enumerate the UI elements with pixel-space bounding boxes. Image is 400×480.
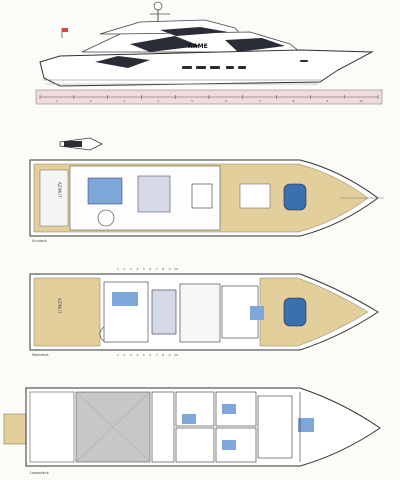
upper-window [160,27,228,36]
maindeck-galley [179,283,221,343]
scale-label: 2 [90,99,92,103]
scale-label: 1 [56,99,58,103]
scale-label: 6 [225,99,227,103]
hull-name: NAME [188,43,208,50]
bridge-window [130,36,200,52]
deck-label-lowerdeck: Lowerdeck [30,471,50,475]
frame-number: 3 [130,267,132,271]
maindeck-fwd-jacuzzi [283,297,307,327]
scale-label: 9 [326,99,328,103]
hull-portholes [182,60,308,69]
deck-plan-sundeck: AZIMUT Sundeck [29,137,384,243]
tender [59,137,103,151]
scale-label: 5 [191,99,193,103]
frame-number: 10 [174,353,178,357]
sundeck-lounge [87,177,123,205]
frame-number: 1 [117,353,119,357]
frame-number: 2 [123,267,125,271]
frame-number: 8 [162,267,164,271]
master-bed [250,306,264,320]
hull-window-main [95,56,150,68]
frame-number: 1 [117,267,119,271]
frame-number: 9 [169,353,171,357]
scale-bar: 1 2 3 4 5 6 7 8 9 10 [35,89,383,105]
frame-number: 5 [143,353,145,357]
frame-number: 5 [143,267,145,271]
maindeck-dining [151,289,177,335]
scale-label: 3 [124,99,126,103]
scale-label: 7 [259,99,261,103]
frame-number: 8 [162,353,164,357]
frame-number: 9 [169,267,171,271]
maindeck-teak-fwd [259,277,369,347]
side-profile: NAME 1 2 3 4 5 6 7 8 9 10 [35,1,383,105]
frame-number: 7 [156,353,158,357]
sundeck-spiral-stair [97,209,115,227]
engine-room [151,391,175,463]
sundeck-dining [137,175,171,213]
frame-number: 4 [136,267,138,271]
beach-club [29,391,75,463]
deck-plan-lowerdeck: Lowerdeck [3,387,381,475]
salon-window [225,38,285,52]
frame-number: 6 [149,267,151,271]
deck-label-maindeck: Maindeck [32,353,50,357]
salon-sofa [112,292,138,306]
swim-platform [3,413,27,445]
frame-number: 3 [130,353,132,357]
sundeck-sunpad [239,183,271,209]
maindeck-salon [103,281,149,343]
guest-cabins [175,391,314,463]
sundeck-jacuzzi [283,183,307,211]
sundeck-bar [191,183,213,209]
frame-number: 10 [174,267,178,271]
frame-number: 7 [156,267,158,271]
frame-number: 6 [149,353,151,357]
maindeck-teak-aft [33,277,101,347]
scale-label: 8 [293,99,295,103]
stern-lettering: AZIMUT [57,182,62,198]
scale-label: 10 [359,99,363,103]
flag-icon [62,28,68,32]
scale-label: 4 [157,99,159,103]
stern-lettering-main: AZIMUT [57,298,62,314]
frame-number: 4 [136,353,138,357]
frame-number: 2 [123,353,125,357]
deck-label-sundeck: Sundeck [32,239,48,243]
